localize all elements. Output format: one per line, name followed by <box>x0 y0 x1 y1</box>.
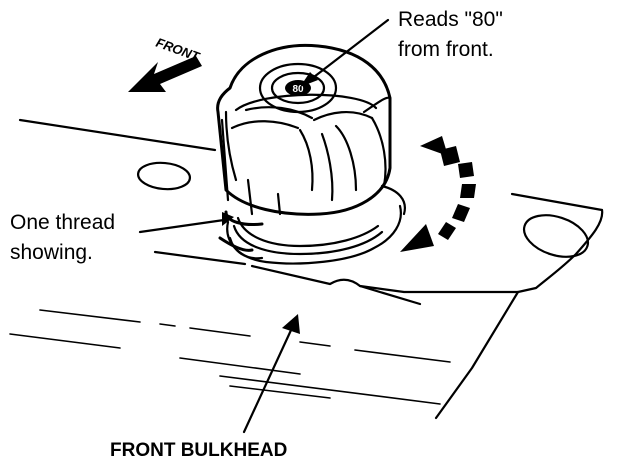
front-arrow-label: FRONT <box>154 35 202 65</box>
leader-lines <box>138 18 390 434</box>
mounting-plate <box>18 118 604 420</box>
front-bulkhead-panel <box>9 309 451 405</box>
knob-marking-text: 80 <box>292 84 304 95</box>
arrow-down-left-icon: FRONT <box>128 35 202 92</box>
knob-base-threads <box>218 184 406 265</box>
adjustment-knob <box>216 43 392 216</box>
bulkhead-leader-arrowhead <box>282 314 300 334</box>
plate-hole-left <box>136 161 192 191</box>
reads-label-line2: from front. <box>398 38 494 61</box>
reads-label-line1: Reads "80" <box>398 8 503 31</box>
thread-leader-arrowhead <box>222 212 234 226</box>
reads-leader-arrowhead <box>300 72 318 87</box>
thread-label-line1: One thread <box>10 211 115 234</box>
front-bulkhead-label: FRONT BULKHEAD <box>110 440 287 461</box>
curved-double-arrow-icon <box>400 136 476 252</box>
thread-label-line2: showing. <box>10 241 93 264</box>
plate-hole-right <box>522 214 590 258</box>
